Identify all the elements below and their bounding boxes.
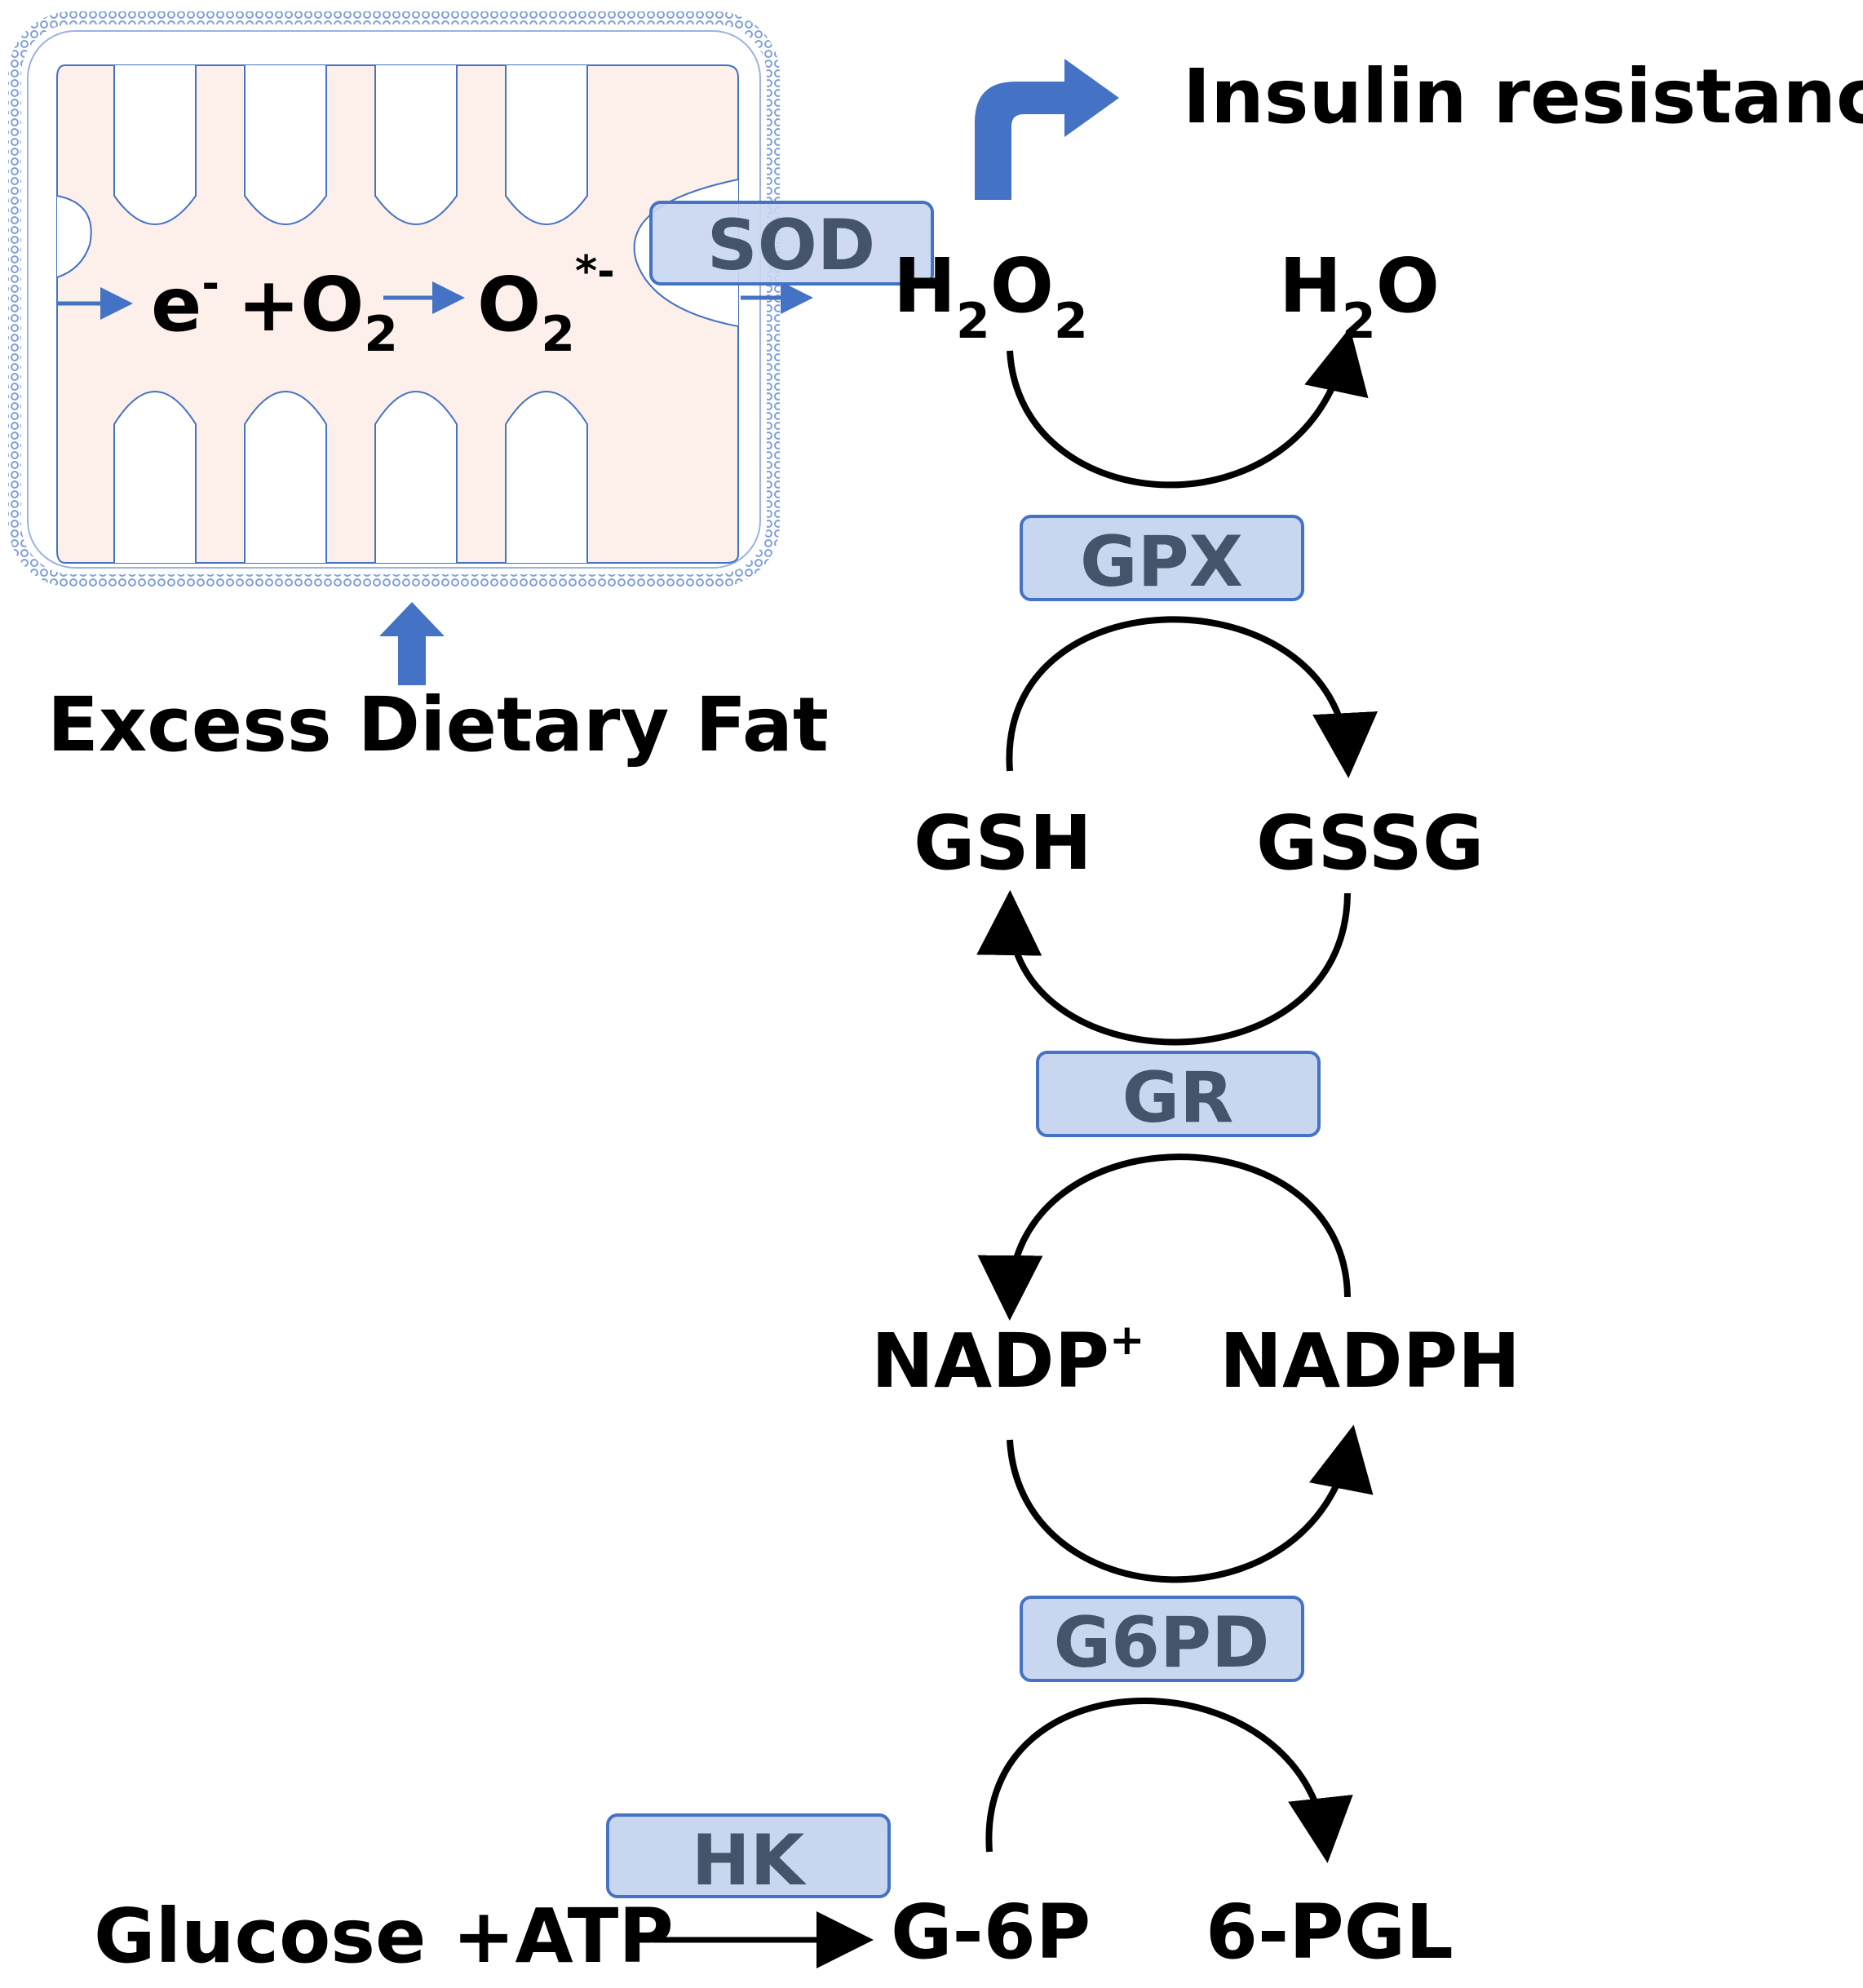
h2o2-label: H2O2: [893, 242, 1088, 350]
nadph-label: NADPH: [1219, 1317, 1520, 1405]
superoxide-label: O2*-: [477, 247, 615, 363]
nadp-to-nadph-arc: [1007, 1424, 1374, 1583]
crista: [113, 65, 197, 225]
sod-enzyme-label: SOD: [707, 205, 875, 286]
gr-enzyme-box: [1036, 1051, 1321, 1137]
h2o2-to-h2o-arc: [1007, 327, 1369, 489]
crista: [244, 391, 327, 563]
sod-enzyme-box: [649, 201, 934, 286]
g6pd-enzyme-box: [1020, 1596, 1304, 1682]
mitochondrion: [8, 11, 780, 587]
nadp-label: NADP+: [871, 1316, 1145, 1405]
crista: [505, 391, 588, 563]
hk-enzyme-box: [606, 1813, 891, 1898]
gsh-label: GSH: [914, 799, 1092, 887]
crista: [374, 65, 458, 225]
nadph-to-nadp-arc: [977, 1153, 1351, 1321]
gsh-to-gssg-arc: [1006, 616, 1378, 778]
g6p-label: G-6P: [891, 1888, 1091, 1976]
gpx-enzyme-box: [1020, 515, 1304, 601]
insulin-resistance-arrow: [975, 59, 1119, 200]
6pgl-label: 6-PGL: [1206, 1888, 1454, 1976]
gr-enzyme-label: GR: [1122, 1057, 1234, 1139]
g6pd-enzyme-label: G6PD: [1054, 1602, 1270, 1684]
crista: [374, 391, 458, 563]
crista: [56, 195, 92, 278]
crista: [505, 65, 588, 225]
excess-dietary-fat-label: Excess Dietary Fat: [47, 681, 829, 768]
hk-enzyme-label: HK: [692, 1820, 808, 1902]
gssg-to-gsh-arc: [976, 890, 1351, 1046]
g6p-to-6pgl-arc: [985, 1698, 1353, 1863]
crista: [244, 65, 327, 225]
electron-label: e-+O2: [151, 259, 398, 363]
gssg-label: GSSG: [1256, 799, 1484, 887]
crista: [113, 391, 197, 563]
glucose-atp-label: Glucose +ATP: [94, 1893, 674, 1980]
gpx-enzyme-label: GPX: [1080, 521, 1243, 603]
fat-input-arrow: [379, 602, 445, 685]
insulin-resistance-label: Insulin resistance: [1183, 53, 1863, 140]
h2o-label: H2O: [1279, 242, 1440, 350]
